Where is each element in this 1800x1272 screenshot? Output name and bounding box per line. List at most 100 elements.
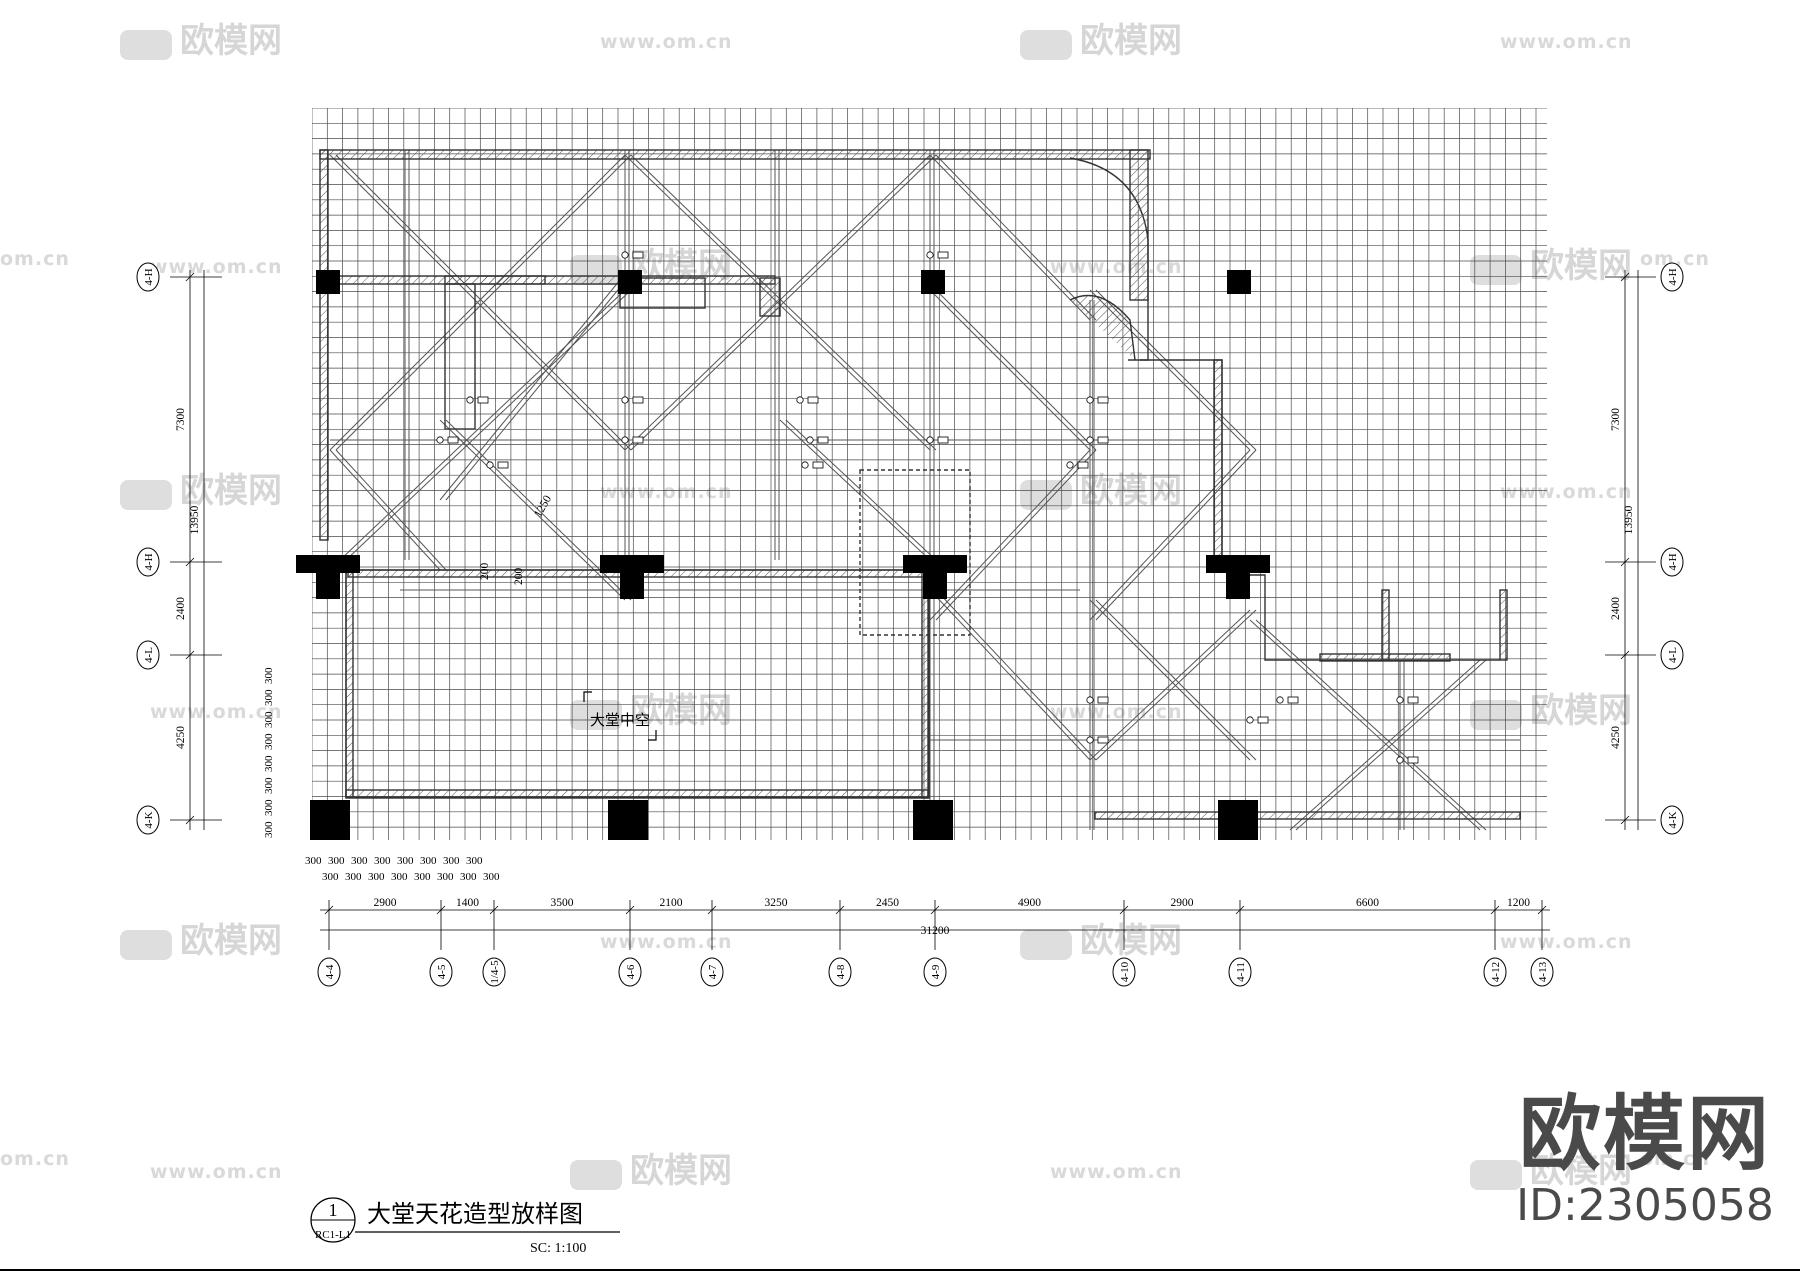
bottom-dimension: 2900 (374, 897, 397, 909)
watermark-url: www.om.cn (1050, 256, 1183, 278)
watermark-logo: 欧模网 (180, 471, 282, 511)
grid-bubble-right (1660, 640, 1684, 670)
beam-node (926, 251, 934, 259)
grid-bubble-bottom-label: 4-8 (835, 964, 847, 979)
diagonal-beam (935, 154, 1097, 321)
beam-node-connector (937, 251, 949, 259)
overall-height-dimension: 13950 (189, 505, 201, 534)
dimension-tick (625, 905, 635, 915)
beam-node (621, 436, 629, 444)
watermark-logo: 欧模网 (1080, 921, 1182, 961)
beam-node-connector (632, 436, 644, 444)
overall-height-dimension: 13950 (1623, 505, 1635, 534)
watermark-logo: 欧模网 (1080, 21, 1182, 61)
watermark-url: www.om.cn (1050, 701, 1183, 723)
grid-bubble-left (136, 805, 160, 835)
structural-columns (296, 270, 1270, 840)
module-dimension: 300 (305, 855, 322, 867)
watermark-logo-icon (120, 480, 172, 510)
diagonal-beam (339, 289, 626, 561)
bottom-dimension: 2450 (876, 897, 899, 909)
module-dimension: 300 (466, 855, 483, 867)
diagonal-beam (929, 449, 1091, 621)
side-dimension: 4250 (1610, 726, 1622, 749)
watermark-url: www.om.cn (600, 931, 733, 953)
module-dimension: 300 (420, 855, 437, 867)
diagonal-dim-label: 1250 (532, 493, 554, 519)
diagonal-beam (929, 289, 1091, 451)
dimension-tick (185, 650, 195, 660)
watermark-url: www.om.cn (600, 481, 733, 503)
grid-bubble-bottom-label: 4-4 (324, 964, 336, 979)
dimension-tick (1620, 272, 1630, 282)
beam-node-connector (817, 436, 829, 444)
grid-bubble-bottom (429, 957, 453, 987)
diagonal-beam (1295, 659, 1487, 831)
beam-node-connector (1097, 396, 1109, 404)
dimension-tick (835, 905, 845, 915)
watermark-logo-icon (570, 1160, 622, 1190)
grid-bubble-bottom (317, 957, 341, 987)
diagonal-beam (1089, 599, 1251, 761)
diagonal-beam (935, 589, 1097, 761)
module-dimension: 300 (263, 777, 275, 794)
module-dimension: 300 (263, 755, 275, 772)
column (1226, 573, 1250, 599)
module-dimension: 300 (263, 667, 275, 684)
grid-bubble-bottom-label: 4-10 (1119, 961, 1131, 982)
column (903, 555, 967, 573)
beam-node-connector (1287, 696, 1299, 704)
beam-node (796, 396, 804, 404)
dimension-tick (324, 905, 334, 915)
brand-watermark: 欧模网 ID:2305058 (1515, 1090, 1775, 1232)
beam-node-connector (447, 436, 459, 444)
beam-node (806, 436, 814, 444)
side-dimension: 7300 (1610, 408, 1622, 431)
watermark-url: www.om.cn (1500, 31, 1633, 53)
beam-node (801, 461, 809, 469)
module-dimension: 300 (414, 871, 431, 883)
module-dimension: 300 (351, 855, 368, 867)
bottom-dimension: 4900 (1018, 897, 1041, 909)
grid-bubble-bottom (1228, 957, 1252, 987)
diagonal-beam (1255, 619, 1487, 831)
module-dimension: 300 (374, 855, 391, 867)
beam-node-connector (632, 396, 644, 404)
beam-node (1396, 756, 1404, 764)
bottom-dimension: 3500 (551, 897, 574, 909)
column (310, 800, 350, 840)
beam-node (926, 436, 934, 444)
module-dimension: 300 (322, 871, 339, 883)
watermark-logo: 欧模网 (1080, 471, 1182, 511)
dimension-tick (1537, 905, 1547, 915)
diagonal-beam (329, 154, 626, 451)
column (1218, 800, 1258, 840)
watermark-logo: 欧模网 (1530, 691, 1632, 731)
beam-node-connector (1097, 736, 1109, 744)
grid-bubble-left-label: 4-K (143, 811, 155, 828)
diagonal-beam (929, 154, 1091, 321)
diagonal-beam (779, 419, 931, 561)
beam-node (1086, 696, 1094, 704)
diagonal-beam (1249, 619, 1481, 831)
overall-width-dimension: 31200 (921, 925, 950, 937)
beam-node-connector (1097, 436, 1109, 444)
grid-bubble-bottom-label: 4-12 (1490, 962, 1502, 982)
watermark-logo-icon (1470, 1160, 1522, 1190)
watermark-url: www.om.cn (1500, 481, 1633, 503)
watermark-logo-icon (120, 30, 172, 60)
module-dimension: 300 (328, 855, 345, 867)
grid-bubble-bottom (618, 957, 642, 987)
watermark-logo: 欧模网 (630, 1151, 732, 1191)
watermark-layer: 欧模网 www.om.cn 欧模网 www.om.cn www.om.cn 欧模网 www.… (0, 21, 1710, 1191)
dimension-tick (185, 815, 195, 825)
dimension-tick (1620, 815, 1630, 825)
wall-outlines (319, 149, 1521, 820)
watermark-url: om.cn (1640, 1148, 1710, 1170)
beam-node (1086, 736, 1094, 744)
grid-bubble-left-label: 4-H (143, 553, 155, 570)
module-dimension: 300 (263, 821, 275, 838)
watermark-logo-icon (1470, 255, 1522, 285)
